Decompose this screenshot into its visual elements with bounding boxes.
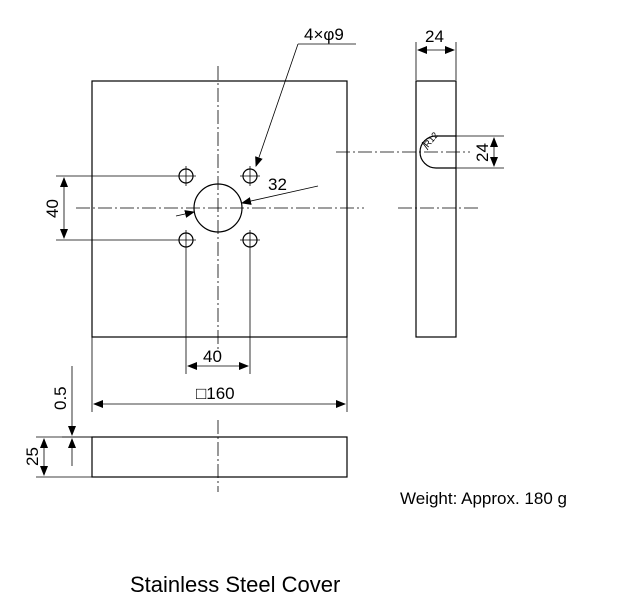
- front-view-outline: [91, 436, 348, 478]
- side-view-outline: [415, 80, 457, 338]
- slot-outline: [419, 135, 456, 169]
- center-hole-leader: [241, 185, 319, 205]
- front-view: 0.5 25: [23, 366, 348, 492]
- slot-height-label: 24: [473, 143, 492, 162]
- top-view: 4×φ9 32 40 40 □160: [43, 25, 364, 412]
- hole-crosshairs: [176, 166, 260, 250]
- drawing-title: Stainless Steel Cover: [130, 572, 340, 597]
- center-hole: [193, 183, 243, 233]
- thickness-label: 0.5: [51, 386, 70, 410]
- plate-size-label: □160: [196, 384, 235, 403]
- slot-radius-leader: [421, 141, 429, 151]
- vertical-spacing-label: 40: [43, 199, 62, 218]
- top-view-outline: [91, 80, 348, 338]
- holes-callout: 4×φ9: [304, 25, 344, 44]
- holes-leader: [255, 43, 299, 167]
- front-height-label: 25: [23, 447, 42, 466]
- side-width-label: 24: [425, 27, 444, 46]
- side-view: R12 24 24: [336, 27, 504, 338]
- center-hole-callout: 32: [268, 175, 287, 194]
- center-hole-arrow-left: [175, 210, 195, 218]
- slot-radius-label: R12: [422, 130, 440, 149]
- weight-note: Weight: Approx. 180 g: [400, 489, 567, 508]
- horizontal-spacing-label: 40: [203, 347, 222, 366]
